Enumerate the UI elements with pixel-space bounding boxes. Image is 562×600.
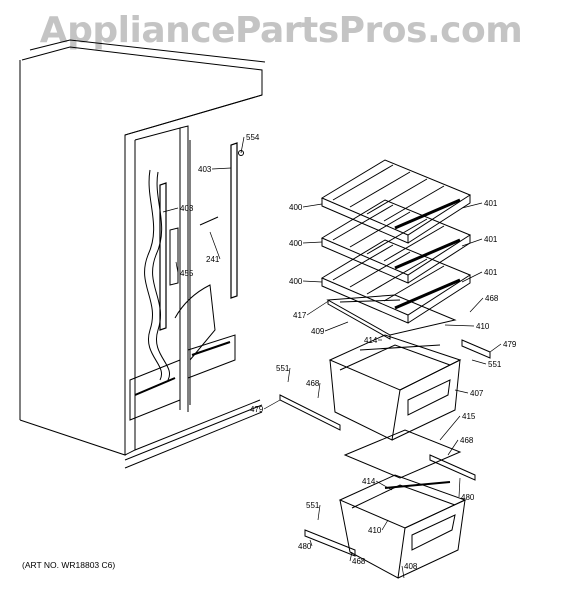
callout-401: 401 [484, 235, 498, 244]
callout-409: 409 [311, 327, 325, 336]
leader-line-551 [287, 367, 291, 383]
callout-455: 455 [180, 269, 194, 278]
crisper-cover [326, 294, 457, 340]
leader-line-401 [461, 238, 483, 247]
slide-rails [279, 339, 491, 557]
callout-408: 408 [404, 562, 418, 571]
callout-554: 554 [246, 133, 260, 142]
callout-551: 551 [488, 360, 502, 369]
callout-417: 417 [293, 311, 307, 320]
callout-410: 410 [368, 526, 382, 535]
callout-415: 415 [462, 412, 476, 421]
leader-line-410 [444, 324, 475, 327]
callout-414: 414 [364, 336, 378, 345]
leader-line-409 [324, 321, 349, 332]
callout-414: 414 [362, 477, 376, 486]
callout-468: 468 [352, 557, 366, 566]
leader-line-241 [209, 231, 221, 260]
leader-line-479 [489, 343, 502, 353]
callout-400: 400 [289, 239, 303, 248]
callout-401: 401 [484, 199, 498, 208]
callout-468: 468 [306, 379, 320, 388]
callout-480: 480 [298, 542, 312, 551]
lower-pan [338, 474, 467, 579]
leader-line-468 [317, 382, 321, 399]
leader-line-414 [375, 480, 393, 491]
shelf-rails [159, 142, 244, 331]
leader-line-400 [302, 241, 323, 244]
callout-407: 407 [470, 389, 484, 398]
cabinet [19, 39, 266, 469]
leader-line-455 [175, 261, 179, 274]
leader-line-468 [447, 439, 459, 456]
callout-400: 400 [289, 277, 303, 286]
callout-410: 410 [476, 322, 490, 331]
leader-line-479 [263, 399, 281, 410]
callout-551: 551 [276, 364, 290, 373]
leader-line-551 [471, 359, 487, 365]
leader-line-468 [349, 551, 353, 562]
leader-line-401 [461, 271, 483, 283]
callout-479: 479 [503, 340, 517, 349]
callout-403: 403 [180, 204, 194, 213]
leader-line-468 [469, 297, 484, 313]
leader-line-407 [454, 389, 469, 394]
leader-line-417 [306, 299, 331, 316]
watermark: AppliancePartsPros.com [39, 10, 523, 51]
pan-cover-glass [343, 429, 462, 479]
leader-line-408 [401, 565, 405, 579]
leader-line-400 [302, 203, 323, 208]
upper-pan [328, 334, 462, 441]
callout-400: 400 [289, 203, 303, 212]
leader-line-410 [381, 519, 389, 531]
leader-line-401 [461, 202, 483, 209]
leader-line-415 [439, 415, 461, 441]
callout-551: 551 [306, 501, 320, 510]
leader-line-551 [317, 504, 321, 521]
callout-403: 403 [198, 165, 212, 174]
leader-line-400 [302, 280, 323, 283]
leader-line-480 [309, 539, 313, 547]
leader-line-554 [240, 136, 245, 154]
leader-line-403 [162, 207, 179, 213]
art-number: (ART NO. WR18803 C6) [22, 560, 116, 570]
leader-line-403 [211, 167, 232, 170]
callout-241: 241 [206, 255, 220, 264]
callout-468: 468 [485, 294, 499, 303]
callout-401: 401 [484, 268, 498, 277]
callout-468: 468 [460, 436, 474, 445]
callout-479: 479 [250, 405, 264, 414]
leader-line-480 [458, 477, 461, 498]
callout-480: 480 [461, 493, 475, 502]
